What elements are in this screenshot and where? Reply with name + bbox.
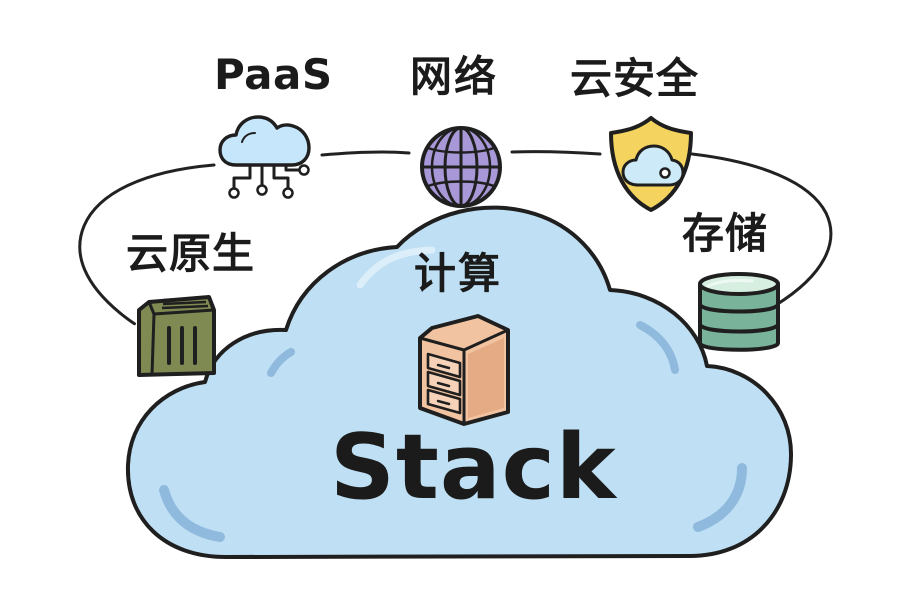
paas-cloud-network-icon [218,115,311,199]
storage-database-icon [698,272,780,352]
cloud-native-container-icon [137,295,216,377]
cloud-native-label: 云原生 [126,229,256,278]
compute-label: 计算 [414,249,503,298]
cloud-security-shield-icon [609,116,693,212]
paas-label: PaaS [214,50,333,99]
network-label: 网络 [410,52,499,101]
stack-title: Stack [330,415,617,520]
network-globe-icon [420,126,502,208]
cloud-security-label: 云安全 [570,54,700,103]
storage-label: 存储 [682,209,769,258]
compute-server-cabinet-icon [418,314,510,426]
